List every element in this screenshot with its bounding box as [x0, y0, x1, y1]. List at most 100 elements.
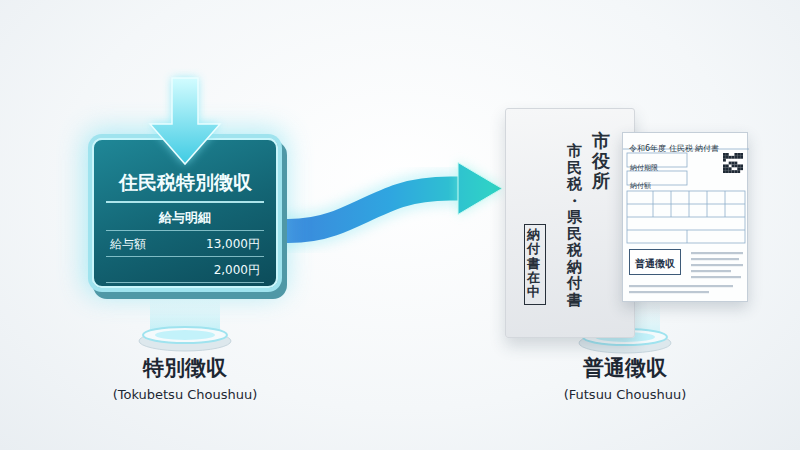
form-rule — [671, 191, 672, 217]
qr-cell — [734, 153, 737, 156]
romaji-label: (Tokubetsu Choushuu) — [113, 387, 258, 402]
qr-cell — [740, 156, 743, 159]
qr-cell — [740, 167, 743, 170]
text-row: 住民税特別徴収 — [106, 170, 264, 203]
payment-form: 令和6年度 住民税 納付書納付期限納付額普通徴収 — [622, 132, 748, 302]
text-row: 2,000円 — [106, 257, 264, 283]
qr-cell — [726, 164, 729, 167]
qr-cell — [723, 167, 726, 170]
form-rule — [707, 191, 708, 217]
arrow-glow — [280, 189, 460, 232]
form-rule — [653, 191, 654, 217]
vertical-text: 納付書在中 — [527, 228, 540, 299]
fine-print — [691, 276, 741, 278]
qr-cell — [734, 164, 737, 167]
qr-cell — [734, 170, 737, 173]
method-box: 普通徴収 — [629, 249, 681, 275]
method-text: 普通徴収 — [635, 258, 675, 269]
form-lines — [623, 133, 749, 303]
qr-cell — [729, 162, 732, 165]
text-row: 市役所 — [592, 131, 610, 190]
stamp-box: 納付書在中 — [524, 224, 546, 305]
arrowhead — [458, 163, 502, 215]
text-row: 納付額 — [630, 173, 651, 192]
vertical-text: 市民税・県民税 納付書 — [567, 143, 582, 308]
form-rule — [627, 204, 745, 205]
qr-cell — [737, 170, 740, 173]
qr-cell — [732, 156, 735, 159]
caption-label: 特別徴収 — [143, 356, 227, 380]
fine-print — [629, 291, 709, 293]
arrowhead-glow — [458, 163, 502, 215]
form-title: 令和6年度 住民税 納付書 — [629, 144, 719, 153]
arrow-glow — [150, 78, 220, 164]
fine-print — [691, 252, 743, 254]
down-arrow — [150, 78, 220, 164]
qr-cell — [723, 164, 726, 167]
qr-cell — [740, 153, 743, 156]
text-row: 令和6年度 住民税 納付書 — [629, 136, 719, 155]
connector-group — [280, 163, 502, 232]
text-row: 市民税・県民税 納付書 — [567, 143, 582, 308]
qr-cell — [723, 156, 726, 159]
form-rule — [627, 217, 745, 218]
qr-cell — [723, 159, 726, 162]
qr-cell — [737, 167, 740, 170]
envelope: 市役所市民税・県民税 納付書納付書在中 — [505, 108, 635, 338]
curved-arrow — [280, 163, 502, 232]
form-rule — [689, 191, 690, 217]
qr-cell — [723, 170, 726, 173]
pedestal-top — [143, 327, 227, 343]
label-slot: 普通徴収 — [583, 354, 667, 382]
text-row: 給与明細 — [106, 203, 264, 231]
text-row: 納付期限 — [630, 155, 658, 174]
vertical-text: 市役所 — [592, 131, 610, 190]
qr-cell — [737, 156, 740, 159]
form-rule — [627, 230, 745, 231]
fine-print — [691, 264, 743, 266]
qr-cell — [734, 156, 737, 159]
romaji-label: (Futsuu Choushuu) — [564, 387, 687, 402]
payslip-screen: 住民税特別徴収給与明細給与額 13,000円 2,000円 — [92, 138, 278, 288]
form-field: 納付額 — [630, 182, 651, 190]
qr-cell — [726, 156, 729, 159]
qr-cell — [729, 156, 732, 159]
qr-cell — [732, 170, 735, 173]
qr-cell — [734, 162, 737, 165]
label-slot: (Tokubetsu Choushuu) — [113, 384, 258, 403]
fine-print — [691, 258, 739, 260]
qr-cell — [732, 164, 735, 167]
text-row: 納付書在中 — [527, 228, 543, 299]
amount: 2,000円 — [214, 262, 260, 279]
arrow-body — [280, 189, 460, 232]
text-row: 普通徴収 — [635, 252, 675, 271]
form-rule — [725, 191, 726, 217]
qr-cell — [726, 170, 729, 173]
form-rule — [687, 230, 688, 243]
screen-title: 住民税特別徴収 — [119, 170, 252, 196]
label-slot: (Futsuu Choushuu) — [564, 384, 687, 403]
qr-cell — [723, 153, 726, 156]
text-row: 給与額 13,000円 — [106, 231, 264, 257]
fine-print — [629, 285, 733, 287]
screen-heading: 給与明細 — [159, 209, 211, 227]
qr-cell — [729, 170, 732, 173]
qr-cell — [726, 153, 729, 156]
form-cell — [627, 191, 745, 243]
caption-label: 普通徴収 — [583, 356, 667, 380]
amount: 13,000円 — [206, 236, 260, 253]
table-cell: 給与額 — [110, 236, 146, 253]
qr-cell — [737, 164, 740, 167]
qr-cell — [740, 164, 743, 167]
qr-cell — [737, 153, 740, 156]
qr-cell — [726, 167, 729, 170]
qr-cell — [729, 167, 732, 170]
fine-print — [691, 270, 731, 272]
qr-cell — [732, 162, 735, 165]
qr-frame — [722, 152, 744, 174]
label-slot: 特別徴収 — [143, 354, 227, 382]
pedestal-glow — [155, 330, 215, 340]
form-field: 納付期限 — [630, 164, 658, 172]
down-arrow-icon — [92, 76, 278, 168]
